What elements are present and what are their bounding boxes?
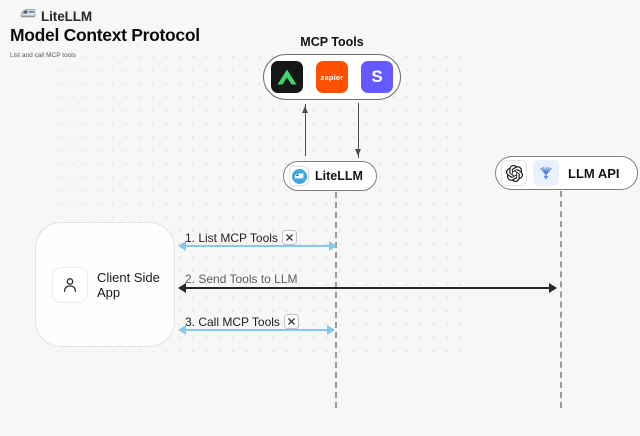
llm-provider-icon [533,160,559,186]
client-side-app-node[interactable]: Client Side App [35,222,175,347]
person-icon [52,266,88,303]
mcp-tools-group[interactable]: zapier S [263,54,401,100]
litellm-train-icon [20,7,36,25]
mcp-tools-label: MCP Tools [300,35,364,49]
litellm-lifeline [335,192,337,408]
zapier-tool-icon[interactable]: zapier [316,61,348,93]
stripe-letter: S [371,67,383,86]
litellm-logo-chip [289,166,309,186]
arrow-mcp-to-litellm [354,103,361,158]
seq-step-1-text: 1. List MCP Tools [185,230,278,245]
stripe-tool-icon[interactable]: S [361,61,393,93]
llm-api-node-label: LLM API [568,165,620,181]
client-node-label: Client Side App [97,269,160,300]
page-subtitle: List and call MCP tools [10,52,76,59]
llm-api-node[interactable]: LLM API [495,156,638,190]
seq-step-3-text: 3. Call MCP Tools [185,314,280,329]
openai-icon [501,160,527,186]
zapier-wordmark: zapier [320,72,344,82]
tools-icon [283,314,299,329]
arrow-send-tools-to-llm [178,283,557,293]
arrow-call-mcp-tools [178,325,335,335]
seq-step-2-text: 2. Send Tools to LLM [185,272,298,286]
llm-api-lifeline [560,191,562,408]
tools-icon [281,230,297,245]
page-title: Model Context Protocol [10,25,200,45]
arrow-litellm-to-mcp [301,104,308,156]
litellm-logo-icon [291,168,307,184]
seq-step-1: 1. List MCP Tools [185,230,297,245]
seq-step-3: 3. Call MCP Tools [185,314,299,329]
seq-step-2: 2. Send Tools to LLM [185,272,298,286]
arrow-list-mcp-tools [178,241,337,251]
litellm-node-label: LiteLLM [315,169,363,183]
triangle-tool-icon[interactable] [271,61,303,93]
brand-name: LiteLLM [41,8,93,24]
litellm-node[interactable]: LiteLLM [283,161,377,191]
brand-header[interactable]: LiteLLM [20,7,92,25]
